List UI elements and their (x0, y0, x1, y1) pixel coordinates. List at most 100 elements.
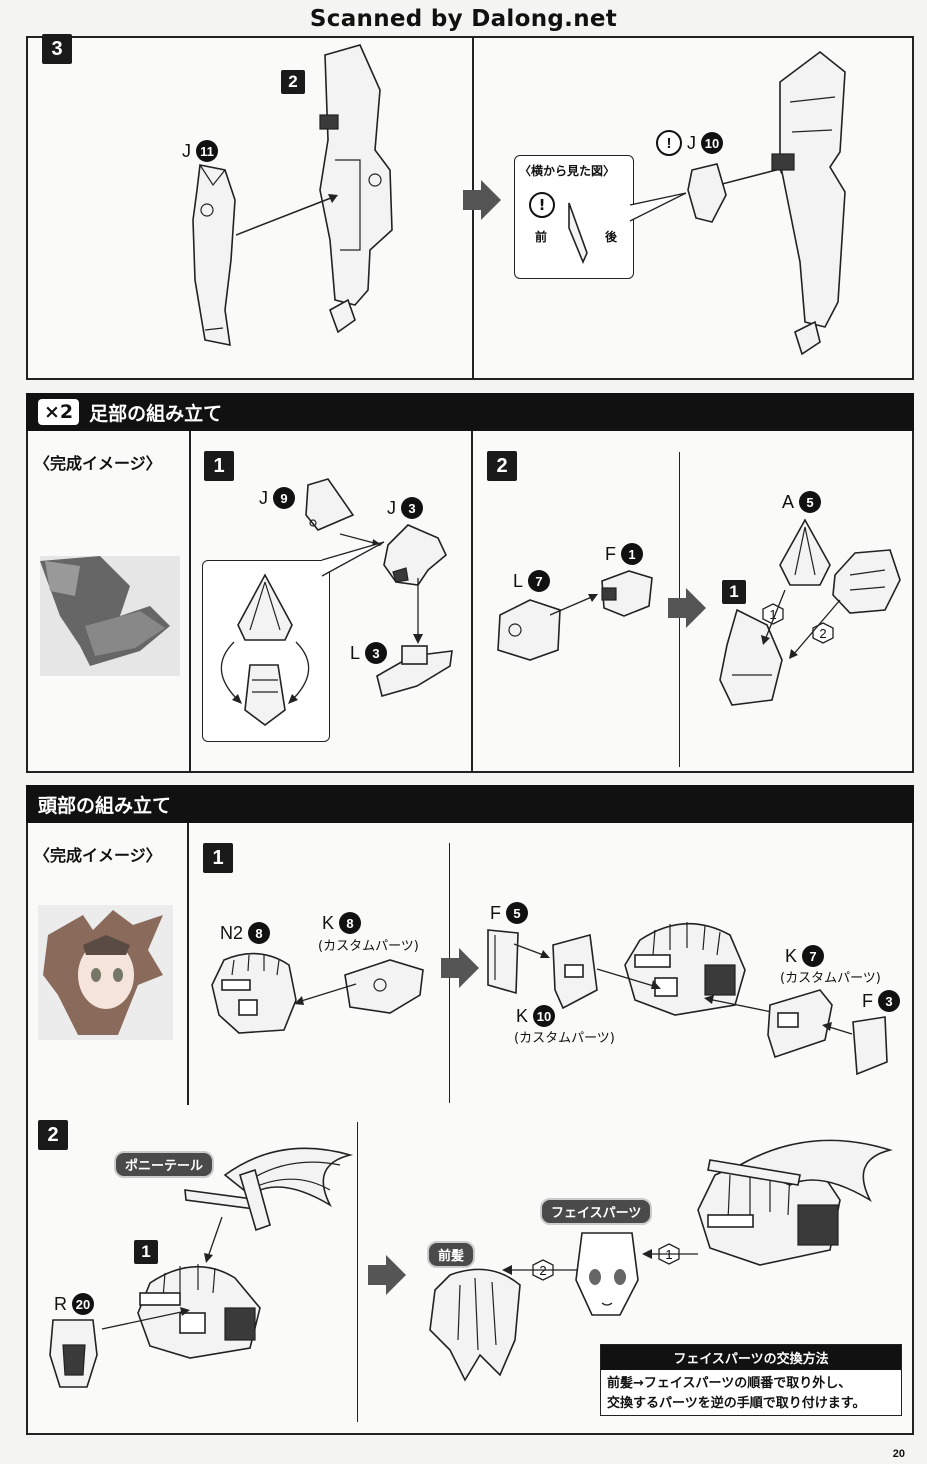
part-number: 10 (533, 1005, 556, 1027)
note-line: 交換するパーツを逆の手順で取り付けます。 (607, 1396, 866, 1411)
partial-foot-illustration (719, 608, 783, 706)
divider (471, 431, 473, 771)
face-panel-f3-illustration (852, 1016, 888, 1076)
part-label-f5: F 5 (490, 902, 528, 924)
part-label-j9: J 9 (259, 487, 295, 509)
step-number: 2 (487, 451, 517, 481)
warning-icon: ! (529, 192, 555, 218)
ponytail-tag: ポニーテール (114, 1151, 215, 1178)
assembly-arrow (413, 578, 423, 644)
face-exchange-note: フェイスパーツの交換方法 前髪→フェイスパーツの順番で取り外し、 交換するパーツ… (600, 1344, 902, 1416)
part-label-k10: K 10 (516, 1005, 556, 1027)
connection-arrows (220, 641, 310, 704)
completed-image-label: 〈完成イメージ〉 (34, 454, 162, 473)
part-letter: L (513, 570, 524, 591)
part-number: 5 (799, 491, 822, 513)
custom-parts-note: (カスタムパーツ) (514, 1031, 615, 1046)
heel-assembly-illustration (832, 549, 901, 614)
part-label-j3: J 3 (387, 497, 423, 519)
order-number: 2 (819, 625, 827, 641)
order-marker: 2 (812, 622, 834, 644)
assembly-arrow (204, 1216, 223, 1263)
bangs-illustration (429, 1268, 521, 1382)
heel-part-illustration (601, 570, 653, 617)
part-number: 8 (248, 922, 271, 944)
foot-part-illustration (383, 524, 447, 586)
part-letter: K (785, 945, 798, 966)
assembly-arrows (761, 589, 841, 659)
head-shell-illustration (137, 1264, 261, 1359)
part-number: 3 (401, 497, 423, 519)
part-number: 10 (701, 132, 723, 154)
page-number: 20 (892, 1448, 905, 1460)
part-letter: F (490, 902, 501, 923)
order-number: 1 (769, 606, 777, 622)
part-label-j11: J 11 (182, 140, 218, 162)
part-letter: J (387, 497, 396, 518)
completed-head-photo (38, 905, 173, 1040)
assembly-arrow (101, 1307, 190, 1330)
step-number: 1 (203, 843, 233, 873)
part-number: 5 (506, 902, 528, 924)
toe-guard-illustration (779, 518, 831, 586)
assembly-arrow (236, 194, 338, 236)
section-title: 頭部の組み立て (38, 794, 172, 817)
bangs-tag: 前髪 (427, 1241, 476, 1268)
note-title: フェイスパーツの交換方法 (601, 1345, 901, 1370)
head-assembly-illustration (624, 922, 746, 1016)
part-letter: J (182, 140, 191, 161)
assembly-arrow (550, 594, 598, 616)
ankle-part-illustration (497, 599, 561, 661)
sub-step-number: 2 (281, 70, 305, 94)
removal-arrow (502, 1265, 578, 1275)
step-number: 3 (42, 34, 72, 64)
face-panel-k10-illustration (552, 933, 598, 1010)
part-number: 11 (196, 140, 218, 162)
feet-section-header: ×2 足部の組み立て (26, 393, 914, 431)
divider (357, 1122, 358, 1422)
side-profile-illustration (568, 202, 588, 265)
quantity-badge: ×2 (38, 399, 80, 425)
face-panel-k7-illustration (767, 989, 833, 1059)
part-letter: A (782, 491, 795, 512)
part-label-a5: A 5 (782, 491, 822, 513)
side-view-callout: 〈横から見た図〉 ! 前 後 (514, 155, 634, 279)
divider (189, 431, 191, 771)
part-number: 20 (72, 1293, 94, 1315)
part-label-k8: K 8 (322, 912, 362, 934)
part-letter: K (322, 912, 335, 933)
callout-pointer (629, 192, 687, 222)
side-view-title: 〈横から見た図〉 (519, 164, 616, 178)
part-label-f1: F 1 (605, 543, 643, 565)
section-title: 足部の組み立て (89, 402, 223, 425)
part-label-r20: R 20 (54, 1293, 94, 1315)
completed-image-label: 〈完成イメージ〉 (34, 846, 162, 865)
head-back-illustration (211, 952, 297, 1034)
part-letter: R (54, 1293, 67, 1314)
part-number: 7 (528, 570, 551, 592)
inset-pointer (321, 541, 385, 577)
watermark: Scanned by Dalong.net (309, 6, 618, 32)
part-number: 3 (878, 990, 900, 1012)
leg-frame-illustration (319, 44, 393, 334)
warning-icon: ! (656, 130, 682, 156)
divider (187, 823, 189, 1105)
part-label-f3: F 3 (862, 990, 900, 1012)
ponytail-illustration (184, 1147, 354, 1232)
part-letter: K (516, 1005, 529, 1026)
next-arrow (463, 180, 501, 220)
toe-cap-illustration (237, 573, 293, 641)
completed-leg-illustration (771, 50, 846, 356)
head-core-illustration (344, 959, 424, 1014)
sole-part-illustration (376, 645, 453, 697)
part-label-k7: K 7 (785, 945, 825, 967)
note-line: 前髪→フェイスパーツの順番で取り外し、 (607, 1376, 852, 1391)
custom-parts-note: (カスタムパーツ) (780, 971, 881, 986)
leg-armor-part-illustration (192, 164, 236, 347)
sub-step-number: 1 (134, 1240, 158, 1264)
part-letter: L (350, 642, 361, 663)
part-number: 8 (339, 912, 362, 934)
part-label-n2-8: N2 8 (220, 922, 271, 944)
assembly-arrow (822, 1022, 853, 1035)
step-number: 2 (38, 1120, 68, 1150)
